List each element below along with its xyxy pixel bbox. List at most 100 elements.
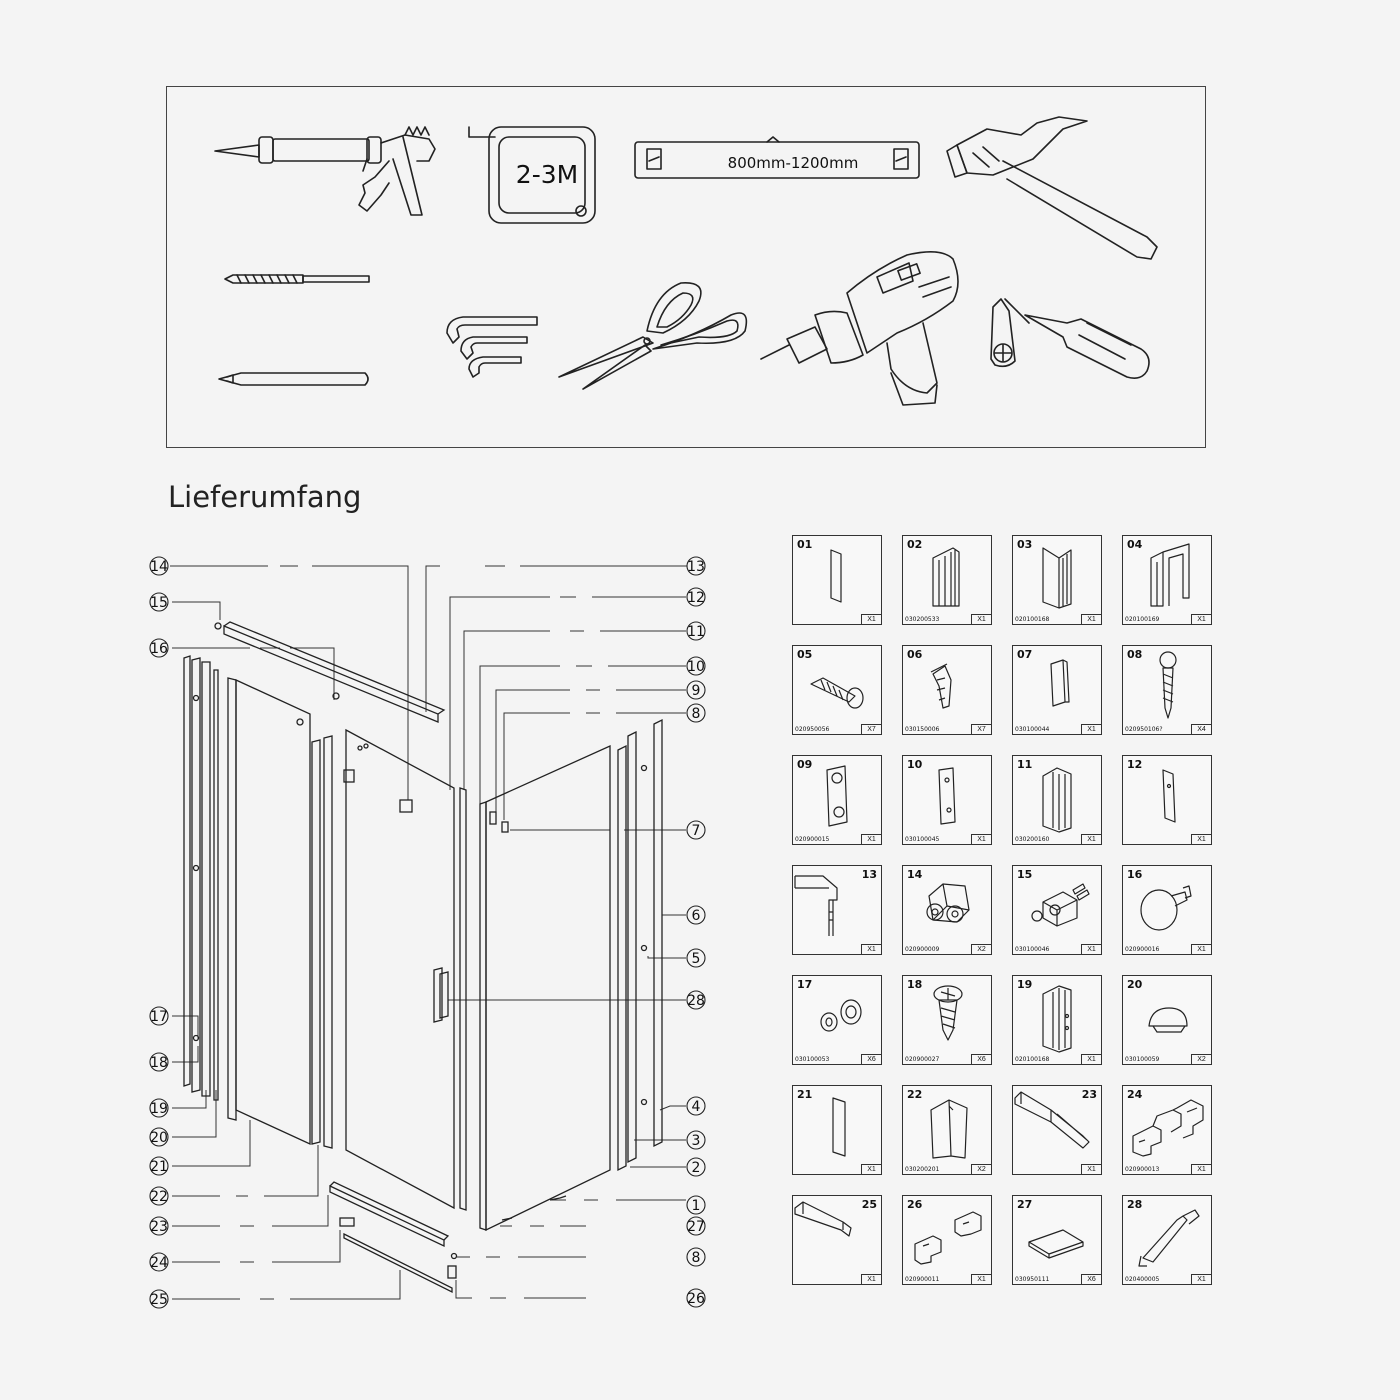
callout-number: 6 [692,908,701,924]
top-rail [214,621,446,723]
part-illustration [1028,1229,1084,1259]
leader-lines [170,565,700,1300]
callout-circle [686,1288,706,1308]
left-fixed-glass-panel [227,677,311,1146]
part-illustration [810,677,864,709]
part-quantity: X7 [861,724,881,734]
part-number: 10 [907,758,923,771]
callout-number: 4 [692,1099,701,1115]
callout-number: 11 [687,624,705,640]
part-illustration [1031,883,1090,927]
part-illustration [826,765,848,827]
part-quantity: X1 [1191,1274,1211,1284]
callout-number: 15 [150,595,168,611]
part-illustration [1050,659,1070,707]
part-quantity: X1 [861,1274,881,1284]
callout-number: 17 [150,1009,168,1025]
tape-measure-label: 2-3M [516,160,578,189]
callout-number: 28 [687,993,705,1009]
part-illustration [1042,767,1072,833]
part-quantity: X6 [1081,1274,1101,1284]
callout-circle [686,1216,706,1236]
part-illustration [914,1211,982,1265]
callout-circle [149,1216,169,1236]
callout-circle [686,621,706,641]
callout-circle [149,1252,169,1272]
callout-number: 13 [687,559,705,575]
part-number: 19 [1017,978,1033,991]
part-quantity: X1 [1081,1164,1101,1174]
center-seal-profiles [311,735,333,1149]
callout-circle [149,1156,169,1176]
part-number: 23 [1081,1088,1097,1101]
part-illustration [1140,885,1192,931]
part-illustration [933,985,963,1041]
part-illustration [1150,543,1190,607]
part-number: 07 [1017,648,1033,661]
pencil-icon [218,372,369,386]
part-code: 020100169 [1125,616,1160,623]
callout-number: 22 [150,1189,168,1205]
part-number: 21 [797,1088,813,1101]
callout-circle [686,948,706,968]
part-quantity: X6 [861,1054,881,1064]
screwdriver-icon [990,298,1150,379]
callout-circle [149,592,169,612]
part-quantity: X2 [1191,1054,1211,1064]
right-wall-profiles [617,718,663,1172]
callout-circle [149,638,169,658]
part-illustration [930,663,952,709]
right-fixed-glass-panel [479,744,611,1232]
part-illustration [1159,651,1177,719]
callout-circle [149,1098,169,1118]
callout-circle [686,680,706,700]
scissors-icon [558,282,748,390]
callout-circle [686,1130,706,1150]
part-number: 04 [1127,538,1143,551]
part-illustration [794,1201,852,1237]
part-illustration [930,1099,968,1159]
part-illustration [830,549,842,603]
allen-keys-icon [446,316,538,378]
part-number: 01 [797,538,813,551]
callout-number: 2 [692,1160,701,1176]
part-code: 030100044 [1015,726,1050,733]
part-illustration [820,999,862,1032]
part-illustration [794,875,838,936]
part-code: 030100053 [795,1056,830,1063]
callout-circle [686,1096,706,1116]
part-illustration [1132,1099,1204,1157]
part-number: 27 [1017,1198,1033,1211]
callout-number: 16 [150,641,168,657]
tape-measure-icon [468,126,596,224]
part-code: 020900009 [905,946,940,953]
callout-number: 23 [150,1219,168,1235]
part-quantity: X1 [1081,944,1101,954]
callout-number: 10 [687,659,705,675]
bottom-rails [329,1181,458,1294]
part-illustration [932,547,960,607]
sliding-glass-door [343,728,455,1210]
callout-number: 14 [150,559,168,575]
part-number: 13 [861,868,877,881]
drill-bit-icon [224,274,370,284]
part-code: 020100168 [1015,616,1050,623]
